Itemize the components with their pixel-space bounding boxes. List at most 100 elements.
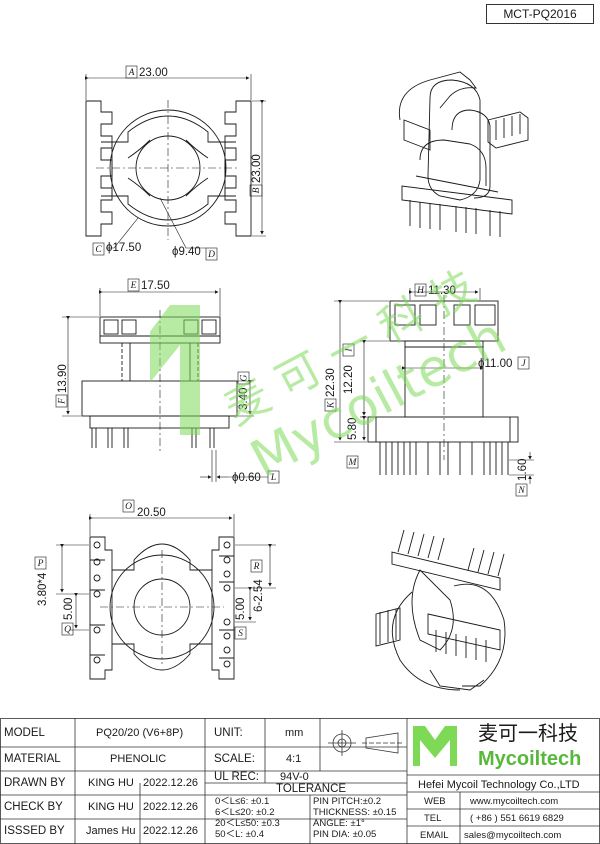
dim-r-value: 6-2.54 xyxy=(253,579,265,612)
dim-p xyxy=(34,544,89,595)
dim-o xyxy=(89,499,235,536)
letter-e: E xyxy=(130,281,137,291)
check-by-label: CHECK BY xyxy=(4,801,63,813)
drawn-by-label: DRAWN BY xyxy=(4,777,66,789)
letter-k: K xyxy=(327,401,337,409)
email-value[interactable]: sales@mycoiltech.com xyxy=(464,830,562,841)
material-value: PHENOLIC xyxy=(110,753,167,765)
issued-by-value: James Hu xyxy=(86,825,136,837)
model-label: MODEL xyxy=(4,727,45,739)
dim-l xyxy=(200,450,280,484)
dim-h xyxy=(409,283,481,300)
tolerance-7: ANGLE: ±1° xyxy=(313,818,365,829)
dim-n-value: 1.60 xyxy=(517,459,529,481)
dim-a xyxy=(85,65,252,100)
letter-s: S xyxy=(238,629,243,639)
dim-m-value: 5.80 xyxy=(347,418,359,440)
tolerance-3: 20＜L≤50: ±0.3 xyxy=(215,818,280,829)
letter-g: G xyxy=(240,374,250,381)
dim-k-value: 22.30 xyxy=(325,368,337,397)
dim-s xyxy=(234,587,256,640)
title-block: MODEL PQ20/20 (V6+8P) UNIT: mm MATERIAL … xyxy=(0,718,600,844)
projection-symbol-icon xyxy=(328,730,402,756)
dim-q-value: 5.00 xyxy=(63,598,75,620)
letter-l: L xyxy=(270,473,276,483)
title-block-grid xyxy=(0,718,600,844)
scale-value: 4:1 xyxy=(286,753,302,765)
dim-i xyxy=(342,340,389,416)
dim-e-value: 17.50 xyxy=(141,280,170,292)
letter-o: O xyxy=(125,502,132,512)
dim-r xyxy=(235,544,276,589)
letter-r: R xyxy=(253,562,260,572)
company-name: Hefei Mycoil Technology Co.,LTD xyxy=(418,779,580,791)
dim-g xyxy=(237,371,254,417)
dim-s-value: 5.00 xyxy=(235,598,247,620)
tel-label: TEL xyxy=(424,813,442,824)
check-date: 2022.12.26 xyxy=(143,801,199,813)
bottom-view xyxy=(89,536,235,680)
logo-cn: 麦可一科技 xyxy=(478,721,578,745)
drawing-code: MCT-PQ2016 xyxy=(486,4,594,24)
letter-a: A xyxy=(128,68,135,78)
letter-q: Q xyxy=(64,625,71,635)
web-value[interactable]: www.mycoiltech.com xyxy=(470,796,559,807)
logo-en: Mycoiltech xyxy=(478,748,582,770)
tolerance-6: THICKNESS: ±0.15 xyxy=(313,807,397,818)
dim-n xyxy=(509,452,534,497)
letter-h: H xyxy=(416,286,425,296)
dim-letters: A B C D E F G H I J K L M N O P Q R S xyxy=(37,68,527,639)
dim-k xyxy=(324,300,389,443)
tolerance-8: PIN DIA: ±0.05 xyxy=(313,829,377,840)
letter-f: F xyxy=(58,398,68,405)
letter-i: I xyxy=(345,348,355,353)
dim-texts: 23.00 23.00 ϕ17.50 ϕ9.40 17.50 13.90 3.4… xyxy=(37,67,529,620)
email-label: EMAIL xyxy=(420,830,449,841)
letter-j: J xyxy=(521,359,526,369)
front-view xyxy=(367,295,519,475)
tolerance-5: PIN PITCH:±0.2 xyxy=(313,796,382,807)
tel-value: ( +86 ) 551 6619 6829 xyxy=(470,813,564,824)
dim-o-value: 20.50 xyxy=(137,507,166,519)
dim-d-value: ϕ9.40 xyxy=(172,246,201,258)
dim-i-value: 12.20 xyxy=(343,365,355,394)
ul-value: 94V-0 xyxy=(280,771,309,783)
ul-label: UL REC: xyxy=(214,771,259,783)
dim-g-value: 3.40 xyxy=(238,388,250,410)
dim-c-value: ϕ17.50 xyxy=(106,242,141,254)
leaders-c-d xyxy=(92,197,218,261)
top-view xyxy=(85,100,252,240)
letter-p: P xyxy=(37,559,44,569)
check-by-value: KING HU xyxy=(88,801,134,813)
drawn-date: 2022.12.26 xyxy=(143,777,199,789)
material-label: MATERIAL xyxy=(4,753,61,765)
tolerance-4: 50＜L: ±0.4 xyxy=(215,829,265,840)
letter-d: D xyxy=(207,250,215,260)
dim-b xyxy=(249,100,266,237)
web-label: WEB xyxy=(424,796,446,807)
tolerance-1: 0＜L≤6: ±0.1 xyxy=(215,796,270,807)
tolerance-label: TOLERANCE xyxy=(276,783,347,795)
dim-p-value: 3.80*4 xyxy=(37,572,49,606)
dim-j-value: ϕ11.00 xyxy=(478,358,512,370)
letter-c: C xyxy=(95,245,102,255)
company-logo-icon xyxy=(413,726,457,766)
model-value: PQ20/20 (V6+8P) xyxy=(96,727,184,739)
letter-b: B xyxy=(252,187,262,193)
unit-label: UNIT: xyxy=(214,727,243,739)
issued-date: 2022.12.26 xyxy=(143,825,199,837)
letter-m: M xyxy=(348,458,358,468)
dim-f-value: 13.90 xyxy=(57,364,69,393)
dim-b-value: 23.00 xyxy=(251,154,263,183)
dim-m xyxy=(346,416,367,469)
unit-value: mm xyxy=(285,727,304,739)
side-view xyxy=(81,310,238,452)
dim-j xyxy=(402,356,530,370)
letter-n: N xyxy=(517,486,525,496)
scale-label: SCALE: xyxy=(214,753,255,765)
dim-l-value: ϕ0.60 xyxy=(232,472,261,484)
dim-h-value: 11.30 xyxy=(428,285,456,297)
issued-by-label: ISSSED BY xyxy=(4,825,65,837)
dim-q xyxy=(61,593,89,636)
